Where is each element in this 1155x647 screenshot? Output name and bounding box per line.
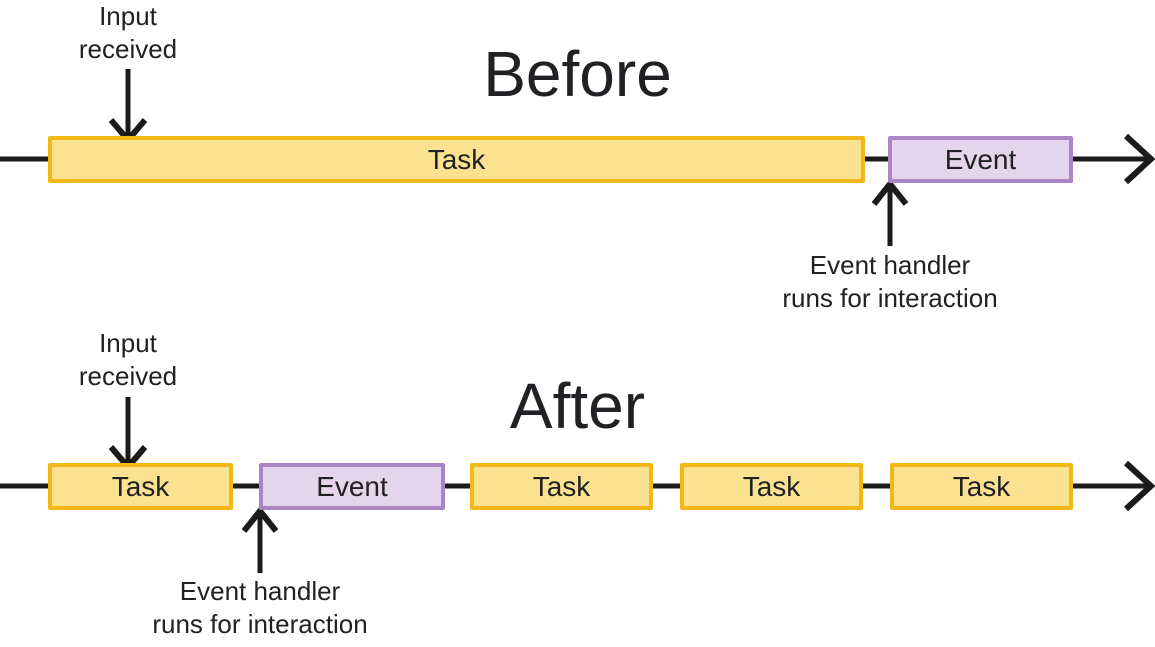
before-handler-label-line2: runs for interaction [782,283,998,313]
before-handler-label-line1: Event handler [809,250,971,280]
before-event-box: Event [888,136,1073,183]
after-input-label-line1: Input [99,328,157,358]
before-timeline-arrowhead-icon [1123,133,1155,185]
before-event-label: Event [944,143,1017,175]
after-input-label-line2: received [78,361,178,391]
after-handler-label-line1: Event handler [179,576,341,606]
after-task-3-label: Task [742,470,801,502]
after-title: After [509,370,646,442]
after-event-label: Event [316,470,388,502]
after-task-2-label: Task [532,470,591,502]
before-input-label-line2: received [78,34,178,64]
after-task-box-2: Task [470,463,653,510]
after-input-received-label: Input received [48,327,208,393]
after-handler-arrowhead-icon [241,506,279,533]
before-title: Before [483,38,672,110]
before-task-label: Task [427,143,486,175]
before-input-received-label: Input received [48,0,208,66]
after-task-1-label: Task [111,470,170,502]
before-event-handler-label: Event handler runs for interaction [768,249,1012,315]
after-task-box-3: Task [680,463,863,510]
before-handler-arrowhead-icon [871,179,909,206]
after-task-box-4: Task [890,463,1073,510]
after-timeline-arrowhead-icon [1123,460,1155,512]
after-task-box-1: Task [48,463,233,510]
after-event-box: Event [259,463,445,510]
after-task-4-label: Task [952,470,1011,502]
after-event-handler-label: Event handler runs for interaction [138,575,382,641]
before-task-box: Task [48,136,865,183]
before-input-label-line1: Input [99,1,157,31]
after-handler-label-line2: runs for interaction [152,609,368,639]
